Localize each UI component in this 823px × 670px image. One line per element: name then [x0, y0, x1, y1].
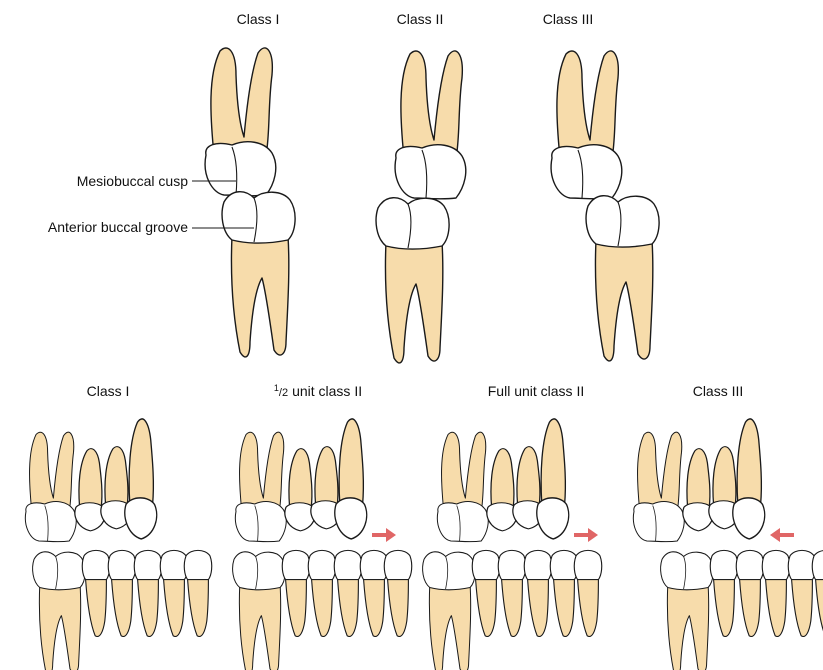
lower-arch [33, 550, 212, 670]
top-title-class-1: Class I [237, 11, 280, 27]
upper-arch [633, 419, 764, 542]
label-anterior-buccal-groove: Anterior buccal groove [48, 219, 188, 235]
lower-arch [661, 550, 823, 670]
lower-arch [423, 550, 602, 670]
label-mesiobuccal-cusp: Mesiobuccal cusp [77, 173, 188, 189]
top-title-class-3: Class III [543, 11, 594, 27]
arch-panel-2 [233, 419, 412, 670]
arrow-right-icon [372, 528, 396, 542]
upper-arch [25, 419, 156, 542]
arrow-right-icon [574, 528, 598, 542]
bottom-title-full-unit-class-2: Full unit class II [488, 383, 584, 399]
half-unit-text: unit class II [292, 383, 362, 399]
top-class-1-teeth [205, 48, 295, 357]
top-class-2-teeth [376, 51, 466, 363]
arch-panel-4 [633, 419, 823, 670]
arch-panel-3 [423, 419, 602, 670]
half-denominator: /2 [279, 387, 288, 399]
bottom-title-class-1: Class I [87, 383, 130, 399]
upper-arch [235, 419, 366, 542]
bottom-row-panels [25, 419, 823, 670]
lower-arch [233, 550, 412, 670]
arch-panel-1 [25, 419, 211, 670]
top-class-3-teeth [551, 51, 659, 361]
arrow-left-icon [770, 528, 794, 542]
upper-arch [437, 419, 568, 542]
top-title-class-2: Class II [397, 11, 444, 27]
bottom-title-class-3: Class III [693, 383, 744, 399]
